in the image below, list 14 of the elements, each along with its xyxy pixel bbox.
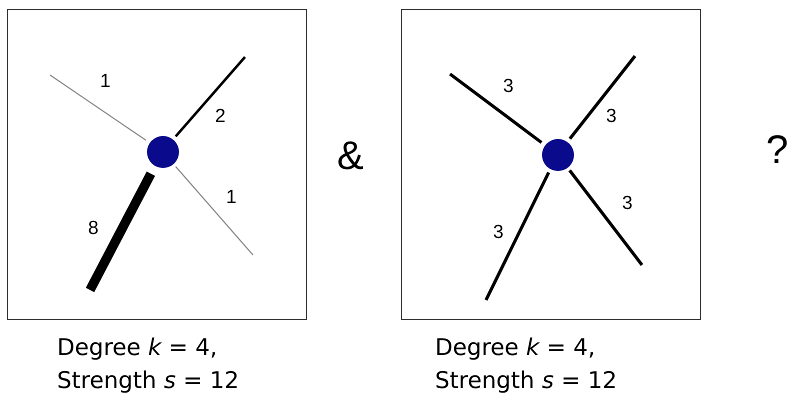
node-circle xyxy=(146,136,178,168)
edge-line xyxy=(568,55,636,140)
edge-line xyxy=(568,169,644,266)
node-circle xyxy=(542,138,574,170)
node-label: Degree k = 4, Strength s = 12 xyxy=(57,334,240,396)
edge-line xyxy=(175,166,254,256)
edge-line xyxy=(449,72,542,144)
edge-line xyxy=(484,172,550,301)
edge-line xyxy=(50,74,146,141)
edge-line xyxy=(174,56,246,138)
node-label: Degree k = 4, Strength s = 12 xyxy=(435,334,618,396)
ampersand-symbol: & xyxy=(337,134,364,178)
question-mark: ? xyxy=(766,128,788,172)
edge-line xyxy=(86,171,156,292)
